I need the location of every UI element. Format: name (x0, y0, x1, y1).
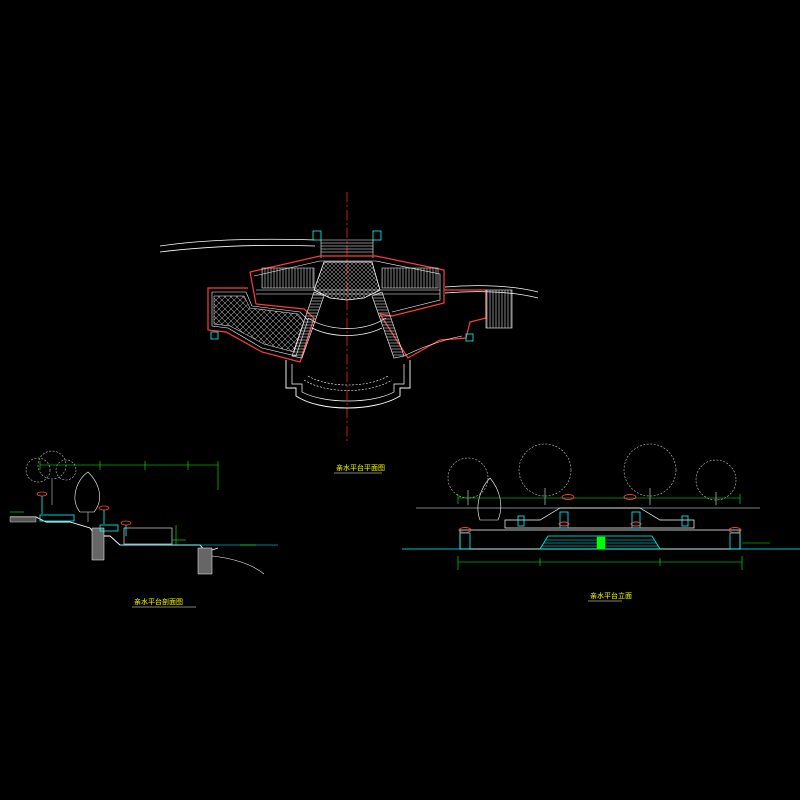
section-ground-profile (10, 516, 219, 553)
plan-entry-path-left (159, 238, 316, 247)
elevation-top-dimension (457, 494, 741, 504)
elevation-caption: 亲水平台立面 (590, 591, 632, 600)
section-pool (39, 514, 75, 522)
plan-stair-right (381, 267, 439, 289)
elevation-upper-deck (504, 507, 695, 529)
section-caption: 亲水平台剖面图 (134, 597, 183, 606)
plan-terrace-mid (291, 364, 405, 402)
section-pool-2 (99, 524, 119, 532)
plan-marker-left (210, 331, 219, 340)
plan-gate-post-left (312, 230, 322, 241)
plan-terrace-outer (285, 360, 411, 409)
plan-terrace-steps (303, 379, 393, 391)
plan-entry-path-left-inner (159, 244, 316, 253)
section-slope (211, 555, 265, 575)
plan-left-wing-wall (207, 271, 315, 363)
plan-diagonal-stair-left (291, 291, 325, 359)
plan-basin-right-curve (403, 335, 463, 357)
plan-diagonal-stair-right (371, 291, 405, 359)
elevation-conifer (477, 477, 502, 521)
plan-view: 亲水平台平面图 (159, 192, 539, 474)
section-trees (25, 450, 100, 522)
section-retaining-wall-2 (197, 547, 213, 575)
plan-right-steps (485, 289, 513, 329)
section-retaining-wall-1 (91, 527, 105, 561)
elevation-fountain (596, 536, 606, 550)
plan-basin-arc-2 (311, 327, 383, 336)
plan-basin-arc-1 (307, 317, 387, 329)
section-railing (123, 527, 173, 545)
plan-outer-wall-inner (253, 260, 441, 313)
section-ground-fill (9, 516, 37, 523)
section-top-dimension (39, 461, 219, 490)
plan-terrace-steps-2 (307, 375, 389, 386)
section-view: 亲水平台剖面图 (9, 450, 278, 608)
elevation-view: 亲水平台立面 (402, 443, 800, 602)
plan-center-platform-hatch (313, 261, 381, 301)
plan-top-steps (320, 239, 374, 258)
elevation-bottom-dimension (457, 556, 743, 570)
elevation-pillars (459, 511, 741, 550)
plan-stair-left (261, 267, 315, 289)
section-lamps (36, 491, 132, 536)
plan-caption: 亲水平台平面图 (336, 463, 385, 472)
elevation-tree-trunks (467, 488, 717, 505)
plan-entry-path-right (444, 285, 539, 293)
elevation-center-steps (539, 535, 661, 550)
section-level-markers (10, 511, 256, 546)
elevation-trees (447, 443, 737, 501)
plan-gate-post-right (372, 230, 382, 241)
elevation-lamps (458, 494, 742, 533)
plan-marker-right (465, 333, 474, 342)
